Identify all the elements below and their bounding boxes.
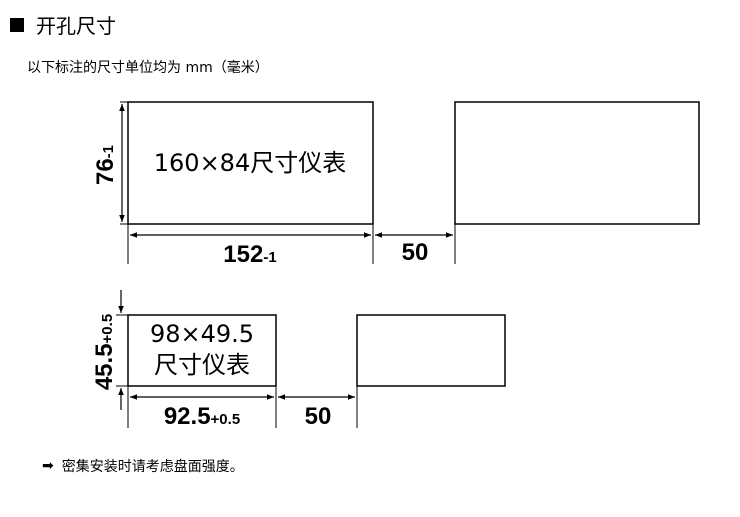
small-height-main: 45.5 — [91, 343, 118, 390]
large-width-tol: -1 — [263, 249, 276, 266]
small-gap-label: 50 — [305, 403, 332, 430]
large-adjacent-rect — [454, 101, 700, 225]
large-cutout-rect — [127, 101, 374, 225]
square-bullet-icon — [10, 17, 24, 32]
section-title: 开孔尺寸 — [36, 14, 116, 38]
large-cutout-group: 160×84尺寸仪表 76-1 152-1 50 — [92, 101, 700, 268]
small-width-label: 92.5+0.5 — [164, 403, 240, 430]
small-cutout-group: 98×49.5 尺寸仪表 45.5+0.5 92.5+0.5 50 — [91, 290, 506, 430]
small-cutout-rect — [127, 314, 277, 387]
right-arrow-icon: ➡ — [42, 458, 54, 474]
units-note: 以下标注的尺寸单位均为 mm（毫米） — [27, 60, 269, 76]
large-width-main: 152 — [223, 241, 263, 268]
large-width-label: 152-1 — [223, 241, 276, 268]
section-heading: 开孔尺寸 — [10, 10, 116, 39]
large-height-main: 76 — [92, 158, 119, 185]
large-gap-label: 50 — [402, 239, 429, 266]
small-height-label: 45.5+0.5 — [91, 314, 118, 390]
large-cutout-label: 160×84尺寸仪表 — [154, 149, 346, 177]
small-height-tol: +0.5 — [99, 314, 116, 344]
large-height-tol: -1 — [100, 145, 117, 158]
small-cutout-label-line2: 尺寸仪表 — [154, 351, 250, 379]
small-width-tol: +0.5 — [211, 411, 241, 428]
footer-note-text: 密集安装时请考虑盘面强度。 — [61, 459, 244, 475]
footer-note: ➡ 密集安装时请考虑盘面强度。 — [42, 456, 244, 476]
small-cutout-label-line1: 98×49.5 — [150, 320, 254, 348]
large-height-label: 76-1 — [92, 145, 119, 185]
small-width-main: 92.5 — [164, 403, 211, 430]
small-adjacent-rect — [356, 314, 506, 387]
